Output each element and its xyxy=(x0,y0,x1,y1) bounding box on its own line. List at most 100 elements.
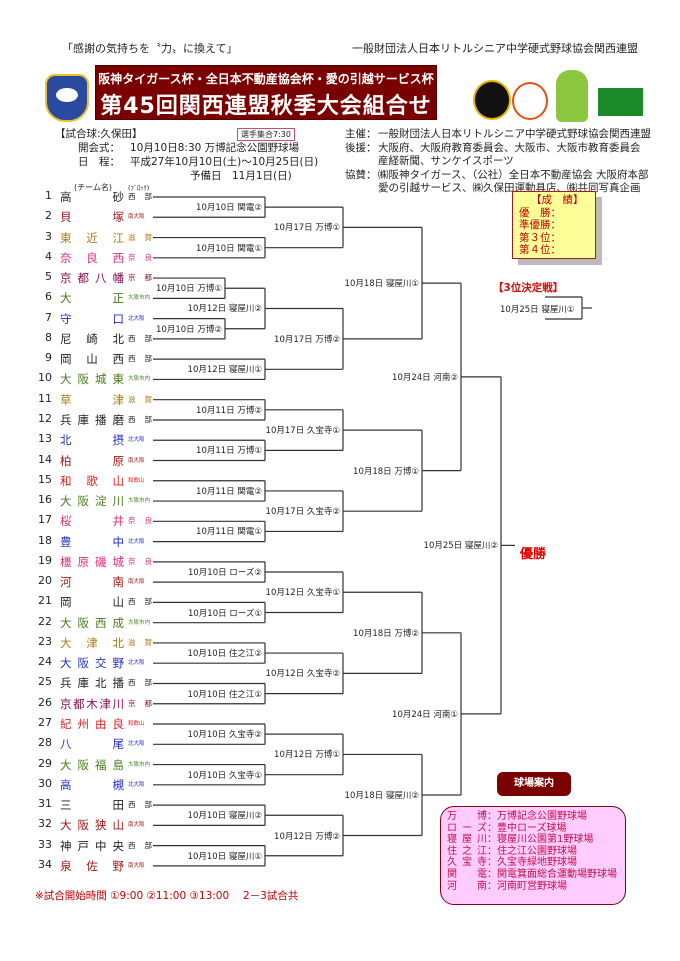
result-item: 第４位： xyxy=(519,244,561,256)
team-block: 大阪市内 xyxy=(128,295,151,302)
team-name: 大阪福島 xyxy=(60,757,124,772)
team-block: 大阪市内 xyxy=(128,376,151,383)
start-time-note: ※試合開始時間 ①9:00 ②11:00 ③13:00 2－3試合共 xyxy=(35,890,299,902)
match-label: 10月18日 寝屋川① xyxy=(344,279,419,290)
team-block: 南大阪 xyxy=(128,214,145,221)
match-label: 10月18日 万博① xyxy=(353,466,419,477)
match-label: 10月10日 万博② xyxy=(156,324,222,335)
team-name: 高槻 xyxy=(60,777,124,792)
venue-short-name: 万博 xyxy=(447,811,487,822)
team-name: 八尾 xyxy=(60,737,124,752)
team-name: 兵庫北播 xyxy=(60,676,124,691)
team-number: 23 xyxy=(38,634,52,648)
venue-item: 河南：河南町営野球場 xyxy=(447,881,625,893)
team-name: 京都木津川 xyxy=(60,696,124,711)
match-label: 10月17日 久宝寺② xyxy=(265,507,340,518)
team-number: 4 xyxy=(45,249,52,263)
team-name: 高砂 xyxy=(60,190,124,204)
match-label: 10月18日 寝屋川② xyxy=(344,790,419,801)
sponsor-line: 産経新聞、サンケイスポーツ xyxy=(378,155,514,167)
venue-item: ローズ：豊中ローズ球場 xyxy=(447,823,625,835)
team-number: 14 xyxy=(38,452,52,466)
match-label: 10月17日 万博② xyxy=(274,334,340,345)
result-item: 優 勝： xyxy=(519,206,561,219)
team-name: 大阪狭山 xyxy=(60,818,124,833)
team-number: 28 xyxy=(38,736,52,750)
team-block: 奈良 xyxy=(128,556,152,566)
team-name: 柏原 xyxy=(60,453,124,468)
team-number: 8 xyxy=(45,330,52,344)
team-name: 尼崎北 xyxy=(60,331,124,346)
sponsor-line: ㈱阪神タイガース、（公社）全日本不動産協会 大阪府本部 xyxy=(378,168,649,181)
match-label: 10月10日 住之江① xyxy=(187,689,262,700)
team-name: 草津 xyxy=(60,392,124,407)
team-name: 三田 xyxy=(60,798,124,813)
match-label: 10月12日 万博① xyxy=(274,750,340,761)
third-place-match-label: 10月25日 寝屋川① xyxy=(500,305,575,315)
venue-full-name: ：関電箕面総合運動場野球場 xyxy=(487,868,617,880)
team-name: 岡山西 xyxy=(60,352,124,367)
banner-subtitle: 阪神タイガース杯・全日本不動産協会杯・愛の引越サービス杯 xyxy=(98,72,434,86)
opening-ceremony-value: 10月10日8:30 万博記念公園野球場 xyxy=(130,142,300,154)
team-name: 桜井 xyxy=(60,514,124,529)
match-label: 10月12日 万博② xyxy=(274,831,340,842)
match-label: 10月10日 ローズ① xyxy=(187,608,262,619)
venue-short-name: 河南 xyxy=(447,880,487,892)
league-emblem-logo xyxy=(45,74,89,122)
team-number: 6 xyxy=(45,290,52,304)
team-name: 河南 xyxy=(60,575,124,590)
schedule-label: 日 程： xyxy=(78,156,120,168)
match-label: 10月10日 関電① xyxy=(196,243,262,254)
sponsor-label: 後援： xyxy=(345,141,377,154)
match-label: 10月10日 久宝寺② xyxy=(187,730,262,741)
team-block: 奈良 xyxy=(128,516,152,526)
team-number: 24 xyxy=(38,655,52,669)
slogan: 「感謝の気持ちを〝力〟に換えて」 xyxy=(62,42,238,55)
venue-guide-title: 球場案内 xyxy=(497,772,571,796)
team-number: 7 xyxy=(45,310,52,324)
team-name: 橿原磯城 xyxy=(60,554,124,569)
team-name: 岡山 xyxy=(60,595,124,610)
team-number: 33 xyxy=(38,837,52,851)
team-block: 滋賀 xyxy=(128,637,152,647)
results-title: 【成 績】 xyxy=(531,194,584,206)
team-number: 30 xyxy=(38,776,52,790)
team-number: 34 xyxy=(38,857,52,871)
match-label: 10月10日 ローズ② xyxy=(187,567,262,578)
sponsor-label: 主催： xyxy=(345,128,377,140)
team-block: 大阪市内 xyxy=(128,761,151,768)
sponsor-line: 一般財団法人日本リトルシニア中学硬式野球協会関西連盟 xyxy=(378,128,651,140)
result-item: 準優勝： xyxy=(519,219,561,231)
team-block: 西部 xyxy=(128,597,152,607)
team-block: 南大阪 xyxy=(128,579,145,586)
moving-company-logo xyxy=(512,82,548,120)
title-banner: 阪神タイガース杯・全日本不動産協会杯・愛の引越サービス杯 第45回関西連盟秋季大… xyxy=(95,65,437,120)
venue-full-name: ：河南町営野球場 xyxy=(487,880,567,892)
assembly-time-note: 選手集合7:30 xyxy=(237,128,295,141)
match-label: 10月25日 寝屋川② xyxy=(423,541,498,552)
match-label: 10月11日 万博① xyxy=(196,446,262,457)
match-label: 10月10日 寝屋川② xyxy=(187,811,262,822)
match-label: 10月18日 万博② xyxy=(353,628,419,639)
match-label: 10月10日 住之江② xyxy=(187,649,262,660)
team-number: 20 xyxy=(38,574,52,588)
tigers-logo xyxy=(473,80,511,120)
team-number: 27 xyxy=(38,716,52,730)
team-block: 大阪市内 xyxy=(128,619,151,626)
venue-item: 万博：万博記念公園野球場 xyxy=(447,811,625,823)
team-number: 17 xyxy=(38,513,52,527)
team-number: 3 xyxy=(45,229,52,243)
champion-label: 優勝 xyxy=(520,547,547,562)
team-number: 18 xyxy=(38,533,52,547)
team-block: 北大阪 xyxy=(128,741,145,748)
team-number: 11 xyxy=(38,391,52,405)
team-block: 西部 xyxy=(128,800,152,810)
sponsor-label: 協賛： xyxy=(345,168,377,181)
team-name: 豊中 xyxy=(60,534,124,549)
team-block: 北大阪 xyxy=(128,781,145,788)
team-block: 京都 xyxy=(128,698,152,708)
team-block: 南大阪 xyxy=(128,457,145,464)
match-label: 10月12日 寝屋川② xyxy=(187,304,262,315)
team-number: 10 xyxy=(38,371,52,385)
